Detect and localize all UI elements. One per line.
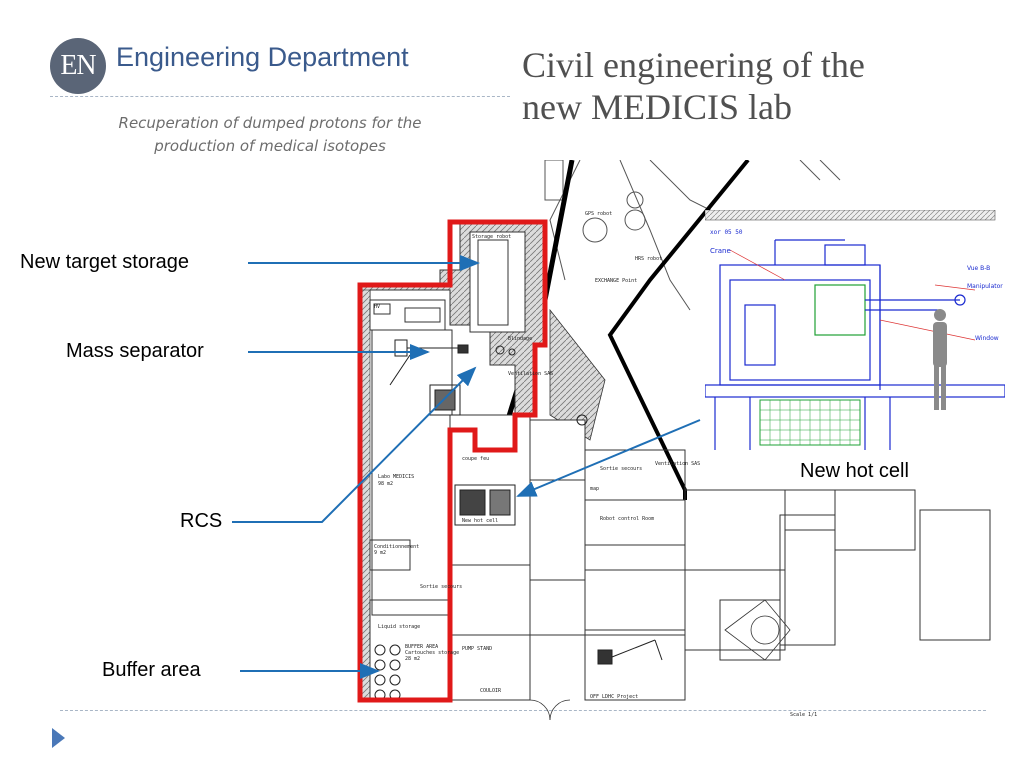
plan-label-ventilation-sas: Ventilation SAS xyxy=(508,371,553,377)
hot-cell-grid-lines xyxy=(760,400,860,445)
slide-title: Civil engineering of the new MEDICIS lab xyxy=(522,44,982,128)
plan-label-liquid-storage: Liquid storage xyxy=(378,624,420,630)
callout-new-target-storage: New target storage xyxy=(20,251,189,273)
slide-bullet-icon xyxy=(52,728,65,748)
plan-label-buffer-detail: Cartouches storage xyxy=(405,650,459,656)
hot-cell-label-view: Vue B-B xyxy=(967,265,990,272)
plan-label-hv: HV xyxy=(374,304,380,310)
plan-label-coupe-feu: coupe feu xyxy=(462,456,489,462)
plan-label-blindage: Blindage xyxy=(508,336,532,342)
plan-label-hrs-robot: HRS robot xyxy=(635,256,662,262)
plan-label-storage-robot: Storage robot xyxy=(472,234,511,240)
plan-label-sortie-secours-2: Sortie secours xyxy=(600,466,642,472)
hot-cell-label-dim: xor 05 50 xyxy=(710,229,743,236)
plan-label-exchange-point: EXCHANGE Point xyxy=(595,278,637,284)
callout-buffer-area: Buffer area xyxy=(102,659,201,681)
plan-label-gps-robot: GPS robot xyxy=(585,211,612,217)
plan-label-buffer-area: BUFFER AREA xyxy=(405,644,438,650)
operator-figure xyxy=(933,309,947,410)
title-line-1: Civil engineering of the xyxy=(522,45,865,85)
title-line-2: new MEDICIS lab xyxy=(522,87,792,127)
subtitle-line-2: production of medical isotopes xyxy=(154,137,386,155)
hot-cell-structure xyxy=(705,239,1005,450)
hot-cell-label-manipulator: Manipulator xyxy=(967,283,1003,290)
plan-label-labo-medicis: Labo MEDICIS xyxy=(378,474,414,480)
hot-cell-inset: Crane Manipulator Window Vue B-B xor 05 … xyxy=(705,210,1005,455)
header-divider xyxy=(50,96,510,97)
hot-cell-red-lines xyxy=(729,249,976,341)
en-logo: EN xyxy=(50,38,106,94)
subtitle-line-1: Recuperation of dumped protons for the xyxy=(118,114,422,132)
plan-label-couloir: COULOIR xyxy=(480,688,502,694)
plan-label-ventilation-sas-2: Ventilation SAS xyxy=(655,461,700,467)
plan-label-robot-control-room: Robot control Room xyxy=(600,516,654,522)
hot-cell-label-window: Window xyxy=(975,335,999,342)
plan-label-sortie-secours: Sortie secours xyxy=(420,584,462,590)
footer-divider xyxy=(60,710,986,711)
callout-mass-separator: Mass separator xyxy=(66,340,204,362)
doors xyxy=(529,599,791,720)
plan-label-cond-area: 9 m2 xyxy=(374,550,386,556)
plan-label-labo-area: 98 m2 xyxy=(378,481,393,487)
plan-label-lhc-project: OFF LDHC Project xyxy=(590,694,638,700)
department-name: Engineering Department xyxy=(116,42,409,72)
plan-label-new-hot-cell: New hot cell xyxy=(462,518,498,524)
plan-label-map: map xyxy=(590,486,599,492)
plan-label-buffer-m2: 28 m2 xyxy=(405,656,420,662)
callout-rcs: RCS xyxy=(180,510,223,532)
hot-cell-label-crane: Crane xyxy=(710,247,731,255)
plan-label-conditionnement: Conditionnement xyxy=(374,544,419,550)
slide-subtitle: Recuperation of dumped protons for the p… xyxy=(80,112,460,158)
plan-label-pump-stand: PUMP STAND xyxy=(462,646,492,652)
plan-label-scale: Scale 1/1 xyxy=(790,712,817,718)
callout-new-hot-cell: New hot cell xyxy=(800,460,909,482)
